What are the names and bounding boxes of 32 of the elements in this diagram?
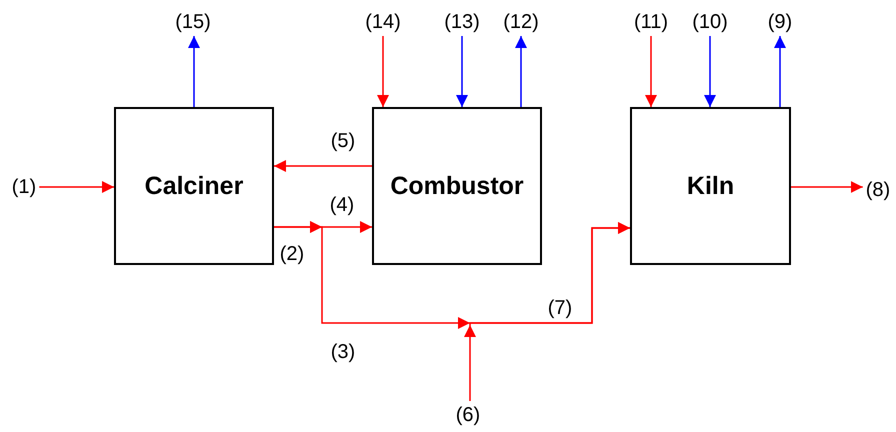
stream-number: (11) (634, 11, 668, 33)
stream-number: (15) (175, 11, 211, 33)
unit-name: Combustor (390, 172, 524, 200)
stream-number: (10) (692, 11, 728, 33)
unit-name: Calciner (144, 172, 244, 200)
edge-label: (3) (330, 341, 356, 363)
stream-number: (12) (503, 11, 539, 33)
flow-arrow (515, 36, 527, 107)
flow-arrow (456, 36, 468, 107)
stream-number: (14) (365, 11, 401, 33)
flow-arrow (464, 222, 630, 401)
flow-arrow (774, 36, 786, 107)
flow-arrow (645, 36, 657, 107)
process-box (630, 107, 791, 265)
flow-arrow (39, 181, 114, 193)
flow-arrow (274, 160, 372, 172)
stream-number: (2) (280, 243, 304, 265)
edge-label: (5) (330, 130, 356, 152)
stream-number: (7) (548, 297, 572, 319)
process-box (372, 107, 542, 265)
process-box (114, 107, 274, 265)
flow-arrow (791, 181, 863, 193)
flow-arrow (704, 36, 716, 107)
stream-number: (1) (12, 176, 36, 198)
stream-number: (6) (456, 404, 480, 426)
unit-name: Kiln (686, 172, 734, 200)
stream-number: (13) (444, 11, 480, 33)
stream-number: (8) (866, 179, 890, 201)
flow-arrow (377, 36, 389, 107)
flow-arrow (188, 36, 200, 107)
edge-label: (4) (330, 194, 354, 216)
stream-number: (9) (768, 11, 792, 33)
